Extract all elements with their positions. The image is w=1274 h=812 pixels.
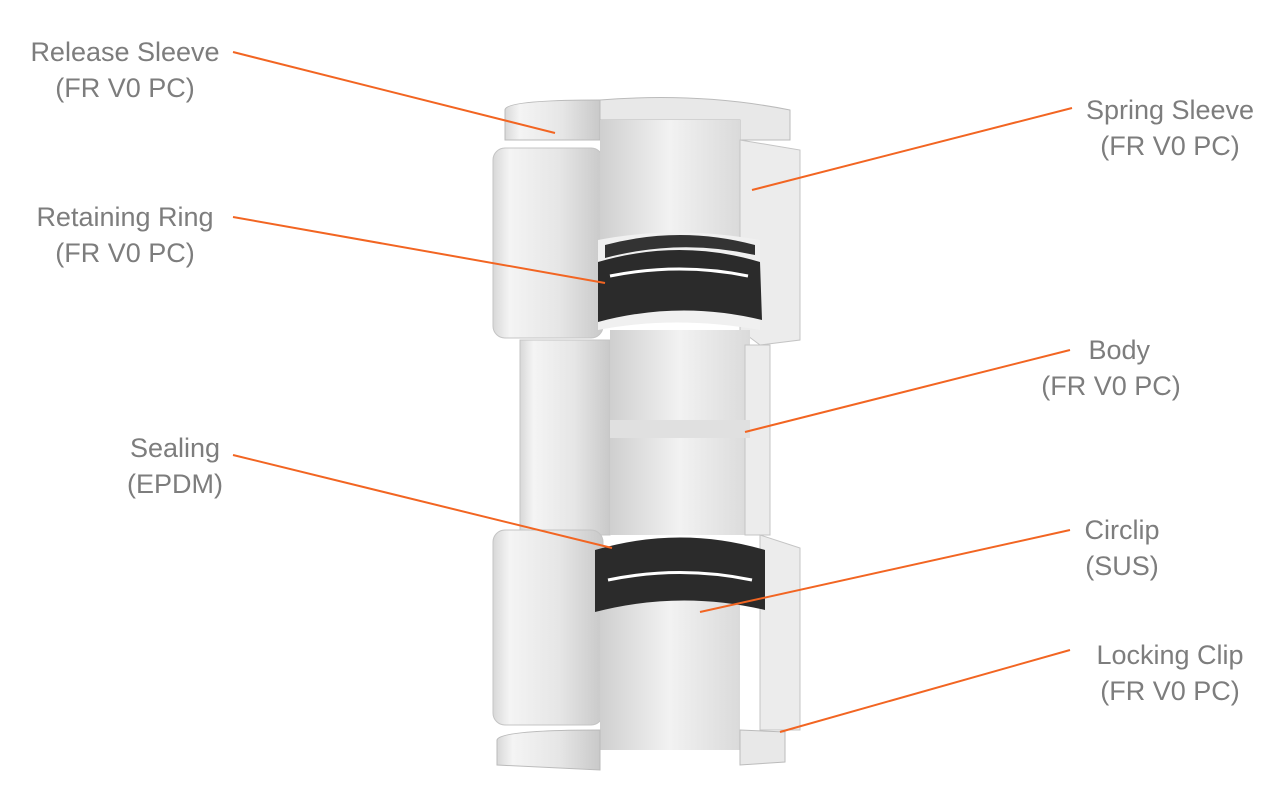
leader-retaining-ring [232,216,606,284]
part-material: (SUS) [1085,551,1159,581]
part-material: (FR V0 PC) [55,238,195,268]
part-material: (EPDM) [127,469,223,499]
part-material: (FR V0 PC) [1041,371,1181,401]
part-material: (FR V0 PC) [1100,676,1240,706]
label-sealing: Sealing (EPDM) [118,430,232,502]
part-name: Locking Clip [1096,640,1244,670]
part-name: Circlip [1084,515,1160,545]
leader-circlip [699,529,1071,613]
part-name: Sealing [129,433,221,463]
leader-locking-clip [779,649,1071,733]
part-name: Retaining Ring [36,202,214,232]
locking-clip-part [496,729,786,771]
label-spring-sleeve: Spring Sleeve (FR V0 PC) [1070,92,1270,164]
release-sleeve-part [504,97,791,141]
part-material: (FR V0 PC) [55,73,195,103]
label-retaining-ring: Retaining Ring (FR V0 PC) [18,199,232,271]
label-release-sleeve: Release Sleeve (FR V0 PC) [18,34,232,106]
part-name: Spring Sleeve [1085,95,1255,125]
leader-release-sleeve [232,51,556,134]
label-circlip: Circlip (SUS) [1072,512,1172,584]
part-name: Release Sleeve [30,37,220,67]
middle-body-part [519,330,771,536]
label-locking-clip: Locking Clip (FR V0 PC) [1080,637,1260,709]
leader-sealing [232,454,613,549]
part-name: Body [1088,335,1150,365]
lower-body-part [492,529,801,750]
leader-body [744,349,1071,433]
leader-spring-sleeve [751,107,1073,191]
part-material: (FR V0 PC) [1100,131,1240,161]
sealing-part [595,537,765,612]
retaining-ring-part [598,235,762,322]
label-body: Body (FR V0 PC) [1036,332,1186,404]
